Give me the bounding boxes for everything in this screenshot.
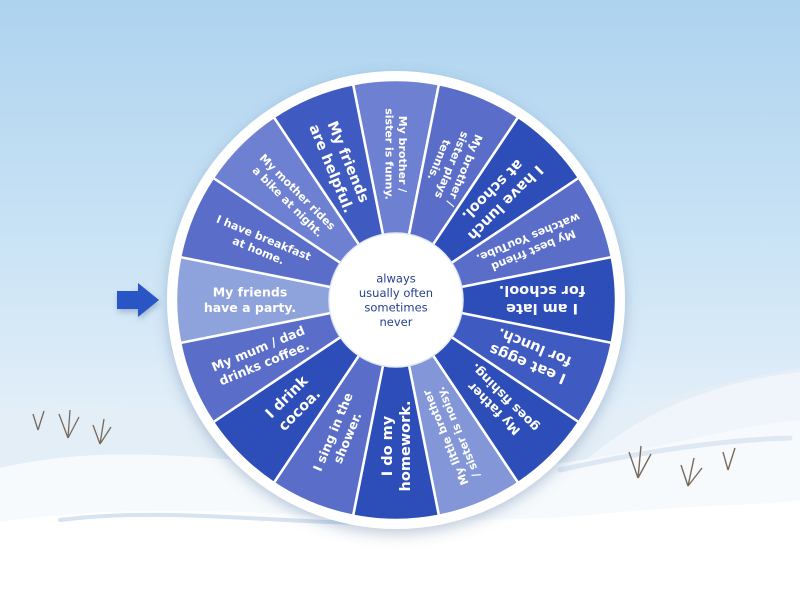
wheel-center-hub[interactable] xyxy=(328,232,464,368)
snow-hill-front xyxy=(0,500,800,600)
spinner-pointer-arrow xyxy=(117,283,159,317)
snow-shading xyxy=(557,435,793,473)
twigs-left xyxy=(32,409,112,445)
twigs-right xyxy=(628,445,736,487)
wheel-segment-label: I am latefor school. xyxy=(499,282,585,316)
wheel-segment-label: My brother /sister is funny. xyxy=(382,108,409,200)
spinner-wheel[interactable]: My brother /sister is funny.My brother /… xyxy=(167,71,625,529)
